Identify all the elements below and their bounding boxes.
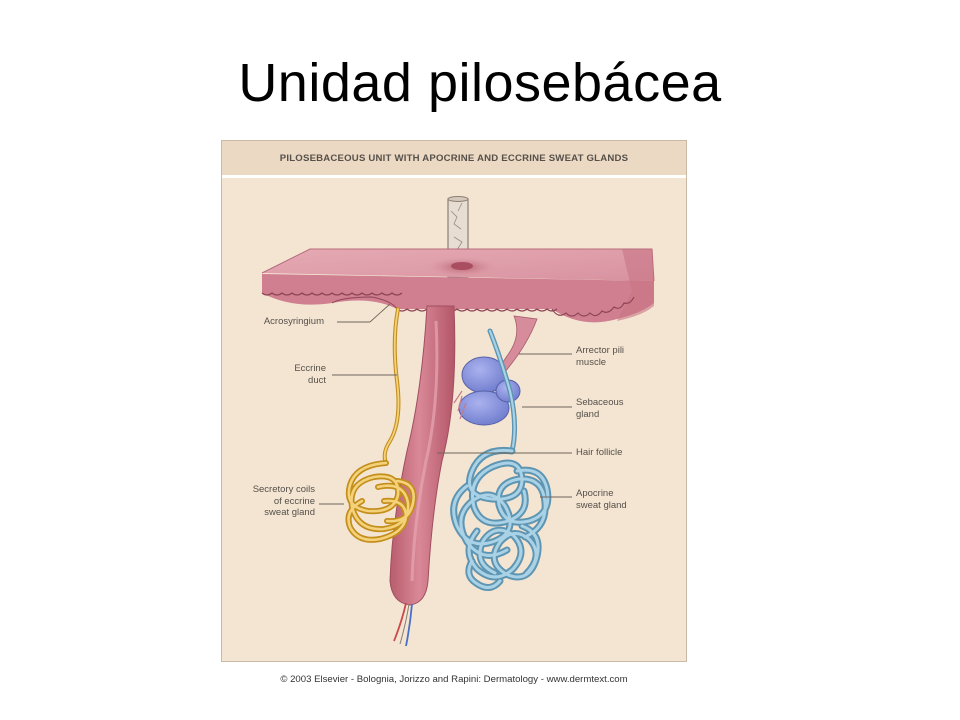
pilosebaceous-diagram — [261, 196, 655, 647]
apocrine-sweat-gland — [450, 328, 552, 591]
slide-title: Unidad pilosebácea — [238, 53, 722, 113]
hair-follicle — [389, 305, 456, 647]
skin-surface — [261, 248, 655, 323]
leader-lines — [319, 303, 572, 505]
figure-header: PILOSEBACEOUS UNIT WITH APOCRINE AND ECC… — [222, 141, 686, 178]
copyright-notice: © 2003 Elsevier - Bolognia, Jorizzo and … — [280, 674, 628, 685]
label-hair-follicle: Hair follicle — [576, 447, 623, 458]
figure-panel: PILOSEBACEOUS UNIT WITH APOCRINE AND ECC… — [221, 140, 687, 662]
figure-title: PILOSEBACEOUS UNIT WITH APOCRINE AND ECC… — [279, 153, 629, 164]
eccrine-sweat-gland — [345, 307, 417, 543]
label-acrosyringium: Acrosyringium — [263, 316, 324, 327]
